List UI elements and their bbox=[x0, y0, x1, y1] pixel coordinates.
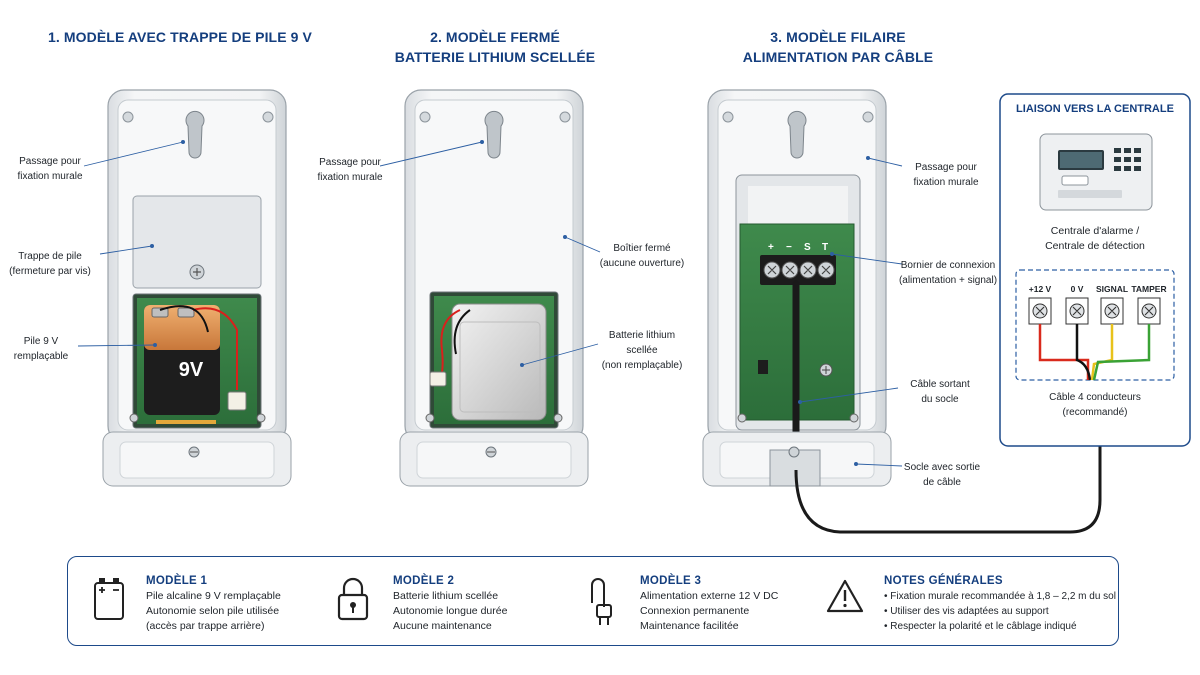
wire-tamper bbox=[1092, 324, 1151, 381]
summary-model3: MODÈLE 3 Alimentation externe 12 V DC Co… bbox=[640, 573, 778, 634]
model2-case-label: Boîtier fermé (aucune ouverture) bbox=[592, 241, 692, 271]
model3-title: 3. MODÈLE FILAIRE ALIMENTATION PAR CÂBLE bbox=[698, 27, 978, 67]
model3-terminal-label-l1: Bornier de connexion bbox=[900, 260, 996, 271]
summary-model1-line1: Pile alcaline 9 V remplaçable bbox=[146, 590, 281, 602]
model1-battery-trap bbox=[132, 195, 262, 289]
padlock-icon bbox=[337, 577, 369, 621]
summary-model2-line1: Batterie lithium scellée bbox=[393, 590, 499, 602]
model3-external-cable bbox=[794, 416, 1102, 534]
summary-model2-title: MODÈLE 2 bbox=[393, 575, 455, 587]
model2-case-label-l1: Boîtier fermé bbox=[613, 243, 671, 254]
model3-device: + − S T bbox=[702, 89, 892, 487]
model2-battery-label: Batterie lithium scellée (non remplaçabl… bbox=[592, 328, 692, 373]
model1-keyhole bbox=[185, 110, 205, 159]
model1-mount-label-l1: Passage pour bbox=[19, 156, 81, 167]
model3-mount-label: Passage pour fixation murale bbox=[898, 160, 994, 190]
model1-battery-label-l1: Pile 9 V bbox=[23, 336, 59, 347]
centrale-cable-label-l2: (recommandé) bbox=[1062, 407, 1128, 418]
centrale-terminal-tamper: TAMPER bbox=[1131, 284, 1167, 294]
battery-icon bbox=[94, 578, 124, 620]
warning-icon bbox=[826, 579, 864, 613]
model1-battery-label: Pile 9 V remplaçable bbox=[0, 334, 82, 364]
model3-terminal-minus: − bbox=[786, 242, 792, 253]
model1-mount-label-l2: fixation murale bbox=[17, 171, 83, 182]
summary-panel: MODÈLE 1 Pile alcaline 9 V remplaçable A… bbox=[67, 556, 1119, 646]
model3-keyhole bbox=[787, 110, 807, 159]
summary-model3-line3: Maintenance facilitée bbox=[640, 620, 739, 632]
centrale-device-label-l1: Centrale d'alarme / bbox=[1050, 225, 1140, 237]
model2-battery-label-l1: Batterie lithium bbox=[608, 330, 676, 341]
model2-keyhole bbox=[484, 110, 504, 159]
model3-title-line1: 3. MODÈLE FILAIRE bbox=[770, 29, 906, 45]
model3-terminal-block: + − S T bbox=[760, 242, 836, 285]
centrale-title: LIAISON VERS LA CENTRALE bbox=[1016, 103, 1174, 115]
model1-title-line1: 1. MODÈLE AVEC TRAPPE DE PILE 9 V bbox=[48, 29, 312, 45]
model2-lithium-battery bbox=[451, 303, 547, 421]
model1-trap-label-l2: (fermeture par vis) bbox=[9, 266, 91, 277]
model2-title-line2: BATTERIE LITHIUM SCELLÉE bbox=[394, 49, 596, 65]
model2-mount-label-l2: fixation murale bbox=[317, 172, 383, 183]
wire-zero bbox=[1075, 324, 1092, 381]
model1-device: 9V bbox=[102, 89, 292, 487]
summary-model3-line2: Connexion permanente bbox=[640, 605, 750, 617]
centrale-wires bbox=[1038, 324, 1151, 381]
model1-battery-label-l2: remplaçable bbox=[13, 351, 69, 362]
model1-9v-battery: 9V bbox=[144, 305, 220, 415]
model2-mount-label: Passage pour fixation murale bbox=[305, 155, 395, 185]
summary-model2: MODÈLE 2 Batterie lithium scellée Autono… bbox=[393, 573, 507, 634]
summary-notes-line2: • Utiliser des vis adaptées au support bbox=[884, 606, 1049, 617]
summary-model1-line2: Autonomie selon pile utilisée bbox=[146, 605, 280, 617]
summary-notes-line1: • Fixation murale recommandée à 1,8 – 2,… bbox=[884, 591, 1116, 602]
summary-model3-title: MODÈLE 3 bbox=[640, 575, 702, 587]
summary-notes-title: NOTES GÉNÉRALES bbox=[884, 575, 1003, 587]
model3-terminal-s: S bbox=[804, 242, 811, 253]
centrale-terminals bbox=[1028, 297, 1161, 325]
model2-mount-label-l1: Passage pour bbox=[319, 157, 381, 168]
summary-model3-line1: Alimentation externe 12 V DC bbox=[640, 590, 779, 602]
summary-model1-line3: (accès par trappe arrière) bbox=[146, 620, 265, 632]
centrale-terminal-plus12v: +12 V bbox=[1028, 284, 1052, 294]
model3-base-label-l2: de câble bbox=[923, 477, 961, 488]
model3-cable-label: Câble sortant du socle bbox=[892, 377, 988, 407]
centrale-cable-label-l1: Câble 4 conducteurs bbox=[1049, 392, 1141, 403]
model3-mount-label-l1: Passage pour bbox=[915, 162, 977, 173]
model3-terminal-label-l2: (alimentation + signal) bbox=[898, 275, 998, 286]
model3-terminal-label: Bornier de connexion (alimentation + sig… bbox=[896, 258, 1000, 288]
model3-terminal-plus: + bbox=[768, 242, 774, 253]
model3-base-label: Socle avec sortie de câble bbox=[894, 460, 990, 490]
model3-title-line2: ALIMENTATION PAR CÂBLE bbox=[742, 49, 934, 65]
centrale-cable-label: Câble 4 conducteurs (recommandé) bbox=[1010, 390, 1180, 420]
model1-trap-label-l1: Trappe de pile bbox=[18, 251, 82, 262]
model3-cable-label-l1: Câble sortant bbox=[910, 379, 970, 390]
centrale-terminal-signal: SIGNAL bbox=[1095, 284, 1129, 294]
model1-battery-text: 9V bbox=[179, 359, 204, 381]
model3-mount-label-l2: fixation murale bbox=[913, 177, 979, 188]
summary-notes: NOTES GÉNÉRALES • Fixation murale recomm… bbox=[884, 573, 1116, 634]
model3-terminal-t: T bbox=[822, 242, 828, 253]
model2-title-line1: 2. MODÈLE FERMÉ bbox=[430, 29, 560, 45]
model3-cable-label-l2: du socle bbox=[921, 394, 959, 405]
centrale-device-label-l2: Centrale de détection bbox=[1045, 240, 1145, 252]
model2-battery-label-l3: (non remplaçable) bbox=[601, 360, 683, 371]
model1-trap-label: Trappe de pile (fermeture par vis) bbox=[0, 249, 100, 279]
model2-case-label-l2: (aucune ouverture) bbox=[599, 258, 685, 269]
summary-model1-title: MODÈLE 1 bbox=[146, 575, 208, 587]
model2-device bbox=[399, 89, 589, 487]
centrale-device-label: Centrale d'alarme / Centrale de détectio… bbox=[1010, 224, 1180, 254]
model2-battery-label-l2: scellée bbox=[626, 345, 658, 356]
alarm-panel-device bbox=[1039, 133, 1153, 211]
centrale-terminal-0v: 0 V bbox=[1070, 284, 1084, 294]
summary-notes-line3: • Respecter la polarité et le câblage in… bbox=[884, 621, 1077, 632]
power-plug-icon bbox=[591, 578, 612, 625]
summary-model2-line2: Autonomie longue durée bbox=[393, 605, 508, 617]
summary-model2-line3: Aucune maintenance bbox=[393, 620, 492, 632]
model3-base-label-l1: Socle avec sortie bbox=[903, 462, 981, 473]
summary-model1: MODÈLE 1 Pile alcaline 9 V remplaçable A… bbox=[146, 573, 281, 634]
model1-mount-label: Passage pour fixation murale bbox=[5, 154, 95, 184]
model2-title: 2. MODÈLE FERMÉ BATTERIE LITHIUM SCELLÉE bbox=[355, 27, 635, 67]
model1-title: 1. MODÈLE AVEC TRAPPE DE PILE 9 V bbox=[40, 27, 320, 47]
